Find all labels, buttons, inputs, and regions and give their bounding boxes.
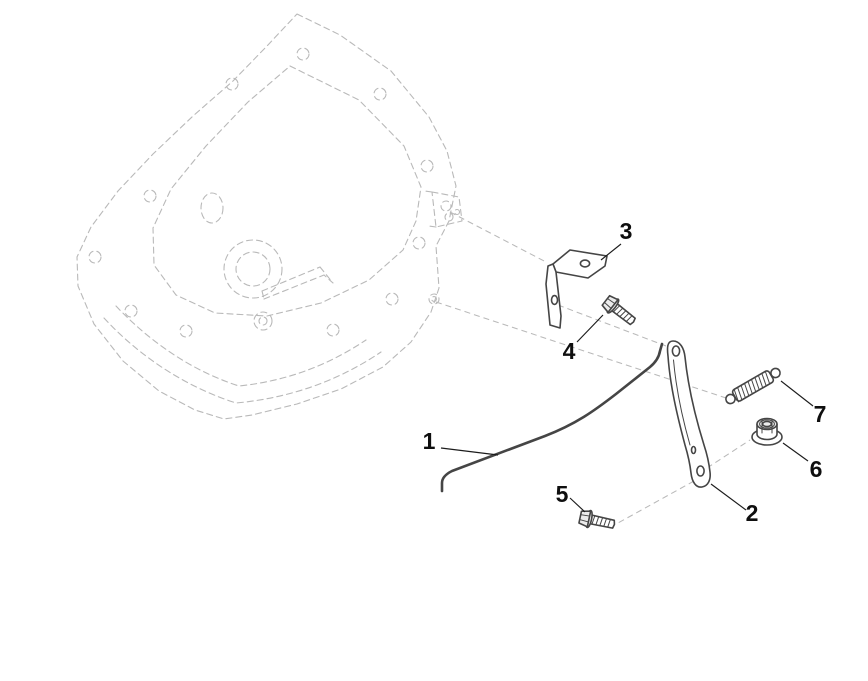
boss-hole — [440, 200, 452, 212]
leader-6 — [782, 442, 809, 462]
part-7-spring[interactable] — [723, 365, 783, 407]
part-2-lever[interactable] — [666, 340, 711, 488]
spring-coils — [733, 370, 771, 403]
leader-5 — [569, 497, 586, 513]
part-label-5[interactable]: 5 — [556, 481, 569, 507]
boss-hole — [453, 208, 461, 216]
axis-boss-to-bracket — [449, 211, 547, 263]
rod-wire — [440, 342, 664, 493]
bolt-hole — [225, 77, 239, 91]
bolt-hole — [373, 87, 387, 101]
spring-right-hook — [770, 367, 781, 379]
bolt-hole — [143, 189, 157, 203]
boss-circle-inner — [258, 316, 268, 326]
part-5-bolt[interactable] — [577, 507, 618, 534]
boss-hole — [444, 212, 454, 222]
part-3-bracket[interactable] — [545, 249, 608, 329]
part-1-rod[interactable] — [440, 342, 664, 493]
lever-bottom-hole — [696, 465, 705, 477]
center-wedge-detail — [261, 266, 334, 300]
bolt-hole — [326, 323, 340, 337]
nut-chamfer-ring — [759, 419, 775, 429]
boss-circle-outer — [253, 311, 273, 331]
lever-fold-line — [673, 359, 691, 446]
callout-labels: 1 2 3 4 5 6 7 — [423, 218, 827, 526]
part-label-7[interactable]: 7 — [814, 401, 827, 427]
side-mount-boss — [424, 190, 463, 228]
leader-1 — [440, 447, 499, 456]
bolt-hole — [385, 292, 399, 306]
crank-hub-inner — [235, 251, 271, 287]
bolt-hole — [124, 304, 138, 318]
leader-4 — [576, 314, 604, 343]
part-label-6[interactable]: 6 — [810, 456, 823, 482]
callout-leader-lines — [440, 243, 814, 513]
bolt-hole — [296, 47, 310, 61]
crankcase-skirt-line-2 — [115, 305, 367, 387]
engine-crankcase-ghost — [76, 13, 463, 420]
oil-tube-ellipse — [200, 192, 224, 224]
bracket-plate-hole — [550, 294, 559, 306]
part-label-3[interactable]: 3 — [620, 218, 633, 244]
leader-7 — [780, 380, 814, 407]
part-label-2[interactable]: 2 — [746, 500, 759, 526]
leader-3 — [600, 243, 622, 261]
crank-hub-outer — [223, 239, 283, 299]
leader-2 — [710, 483, 747, 511]
part-label-1[interactable]: 1 — [423, 428, 436, 454]
crankcase-outer-outline — [76, 13, 457, 420]
axis-lever-to-nut6 — [706, 439, 751, 469]
part-6-nut[interactable] — [751, 417, 783, 446]
bolt-hole — [412, 236, 426, 250]
lower-mount-boss-inner — [431, 296, 437, 302]
bolt-hole — [88, 250, 102, 264]
bolt-hole — [420, 159, 434, 173]
nut-hole — [761, 420, 773, 428]
nut-facet-lines — [761, 418, 773, 434]
part-label-4[interactable]: 4 — [563, 338, 576, 364]
bolt-hole — [179, 324, 193, 338]
lower-mount-boss — [428, 293, 440, 305]
crankcase-top-face — [152, 65, 422, 317]
bracket-flange-hole — [579, 259, 591, 268]
spring-body — [731, 370, 775, 402]
axis-lever-to-bolt5 — [617, 480, 695, 524]
lever-slot — [690, 445, 697, 455]
lever-top-hole — [671, 345, 681, 357]
lever-body — [666, 340, 711, 488]
